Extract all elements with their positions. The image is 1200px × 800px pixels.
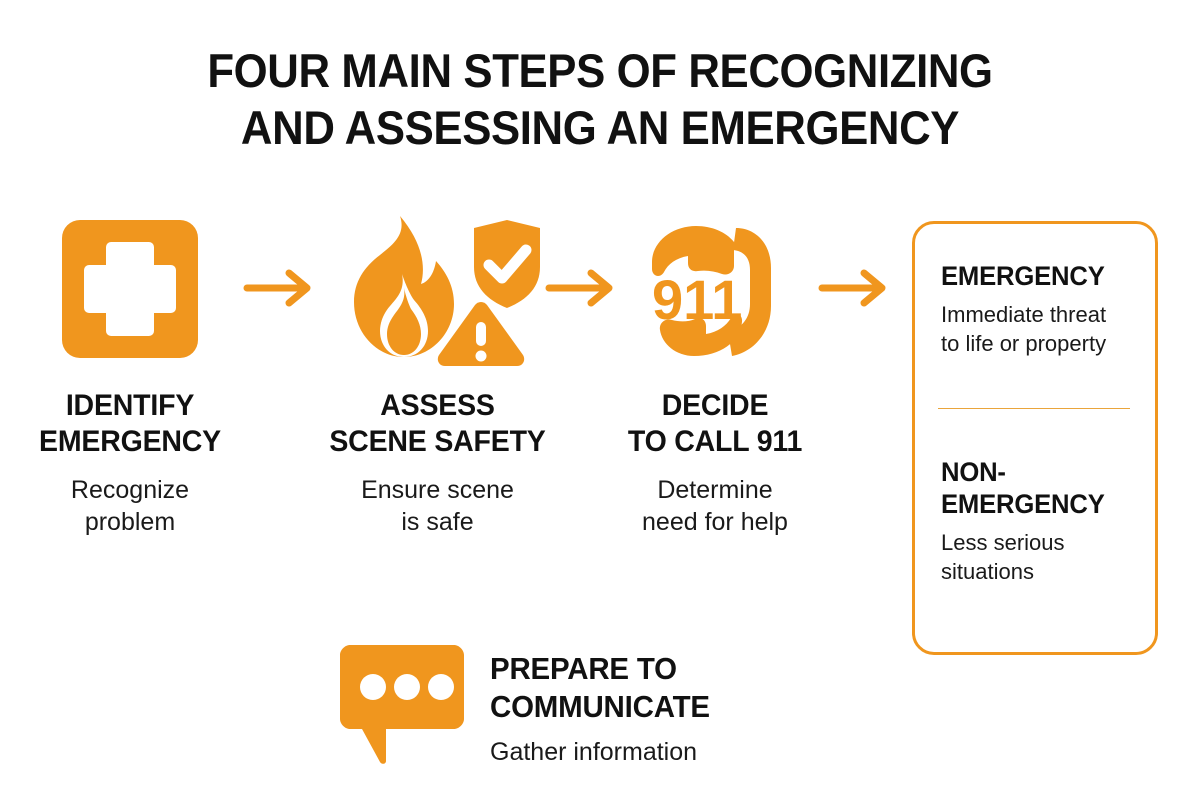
arrow-step3-to-outcomes	[818, 268, 892, 308]
page-title-line-2: AND ASSESSING AN EMERGENCY	[240, 101, 960, 154]
step-2-heading-line-1: ASSESS	[380, 389, 495, 422]
outcome-non-emergency-heading-line-2: EMERGENCY	[941, 489, 1105, 519]
warning-triangle-icon	[437, 302, 525, 366]
communicate-heading-line-1: PREPARE TO	[490, 651, 677, 686]
step-3-description-line-1: Determine	[657, 476, 773, 504]
step-assess-scene-safety: ASSESS SCENE SAFETY Ensure scene is safe	[300, 210, 575, 538]
step-2-description-line-2: is safe	[401, 508, 474, 536]
prepare-to-communicate-text: PREPARE TO COMMUNICATE Gather informatio…	[490, 650, 860, 768]
step-2-icon-area	[300, 210, 575, 370]
page-title-line-1: FOUR MAIN STEPS OF RECOGNIZING	[207, 44, 993, 97]
shield-check-icon	[474, 220, 540, 308]
arrow-right-icon	[818, 269, 886, 307]
step-3-description: Determine need for help	[600, 474, 830, 538]
step-3-heading-line-2: TO CALL 911	[627, 425, 803, 458]
step-3-heading-line-1: DECIDE	[661, 389, 769, 422]
page-title: FOUR MAIN STEPS OF RECOGNIZING AND ASSES…	[0, 42, 1200, 156]
outcome-non-emergency-text: Less serious situations	[941, 528, 1143, 586]
outcome-non-emergency-text-line-1: Less serious	[941, 530, 1065, 555]
step-2-heading-line-2: SCENE SAFETY	[329, 425, 546, 458]
arrow-right-icon	[545, 269, 613, 307]
bubble-dot-2	[394, 674, 420, 700]
step-decide-to-call-911: 911 DECIDE TO CALL 911 Determine need fo…	[600, 210, 830, 538]
prepare-to-communicate-block: PREPARE TO COMMUNICATE Gather informatio…	[340, 640, 860, 790]
step-1-description-line-2: problem	[84, 508, 176, 536]
speech-bubble-svg	[340, 645, 464, 764]
phone-911-label: 911	[652, 268, 742, 331]
communicate-heading-line-2: COMMUNICATE	[490, 689, 710, 724]
outcome-non-emergency-heading-line-1: NON-	[941, 457, 1006, 487]
outcome-panel: EMERGENCY Immediate threat to life or pr…	[912, 221, 1158, 655]
step-1-heading: IDENTIFY EMERGENCY	[16, 388, 244, 460]
step-2-heading: ASSESS SCENE SAFETY	[307, 388, 568, 460]
communicate-description: Gather information	[490, 738, 698, 766]
bubble-dot-1	[360, 674, 386, 700]
bubble-dot-3	[428, 674, 454, 700]
step-2-description-line-1: Ensure scene	[361, 476, 514, 504]
arrow-step1-to-step2	[243, 268, 317, 308]
outcome-emergency-text-line-2: to life or property	[941, 331, 1107, 356]
outcome-emergency-text-line-1: Immediate threat	[941, 302, 1107, 327]
step-3-heading: DECIDE TO CALL 911	[606, 388, 825, 460]
step-2-description: Ensure scene is safe	[300, 474, 575, 538]
outcome-non-emergency-heading: NON- EMERGENCY	[941, 456, 1133, 520]
outcome-emergency-heading: EMERGENCY	[941, 261, 1105, 291]
arrow-step2-to-step3	[545, 268, 619, 308]
flame-icon	[354, 216, 454, 357]
speech-bubble-icon	[340, 643, 470, 768]
step-identify-emergency: IDENTIFY EMERGENCY Recognize problem	[10, 210, 250, 538]
step-1-heading-line-2: EMERGENCY	[39, 425, 221, 458]
outcome-non-emergency-block: NON- EMERGENCY Less serious situations	[941, 456, 1143, 586]
step-3-icon-area: 911	[600, 210, 830, 370]
flame-shield-warning-icon	[354, 216, 540, 366]
communicate-heading: PREPARE TO COMMUNICATE	[490, 650, 842, 726]
outcome-panel-divider	[938, 408, 1130, 409]
outcome-emergency-text: Immediate threat to life or property	[941, 300, 1137, 358]
cross-horizontal-bar	[84, 265, 176, 313]
arrow-right-icon	[243, 269, 311, 307]
step-1-description: Recognize problem	[10, 474, 250, 538]
phone-911-icon: 911	[652, 226, 771, 356]
outcome-non-emergency-text-line-2: situations	[941, 559, 1034, 584]
step-1-heading-line-1: IDENTIFY	[65, 389, 195, 422]
outcome-emergency-block: EMERGENCY Immediate threat to life or pr…	[941, 260, 1137, 358]
step-3-description-line-2: need for help	[642, 508, 788, 536]
step-1-description-line-1: Recognize	[70, 476, 190, 504]
medical-cross-icon	[62, 220, 198, 358]
step-1-icon-area	[10, 210, 250, 370]
